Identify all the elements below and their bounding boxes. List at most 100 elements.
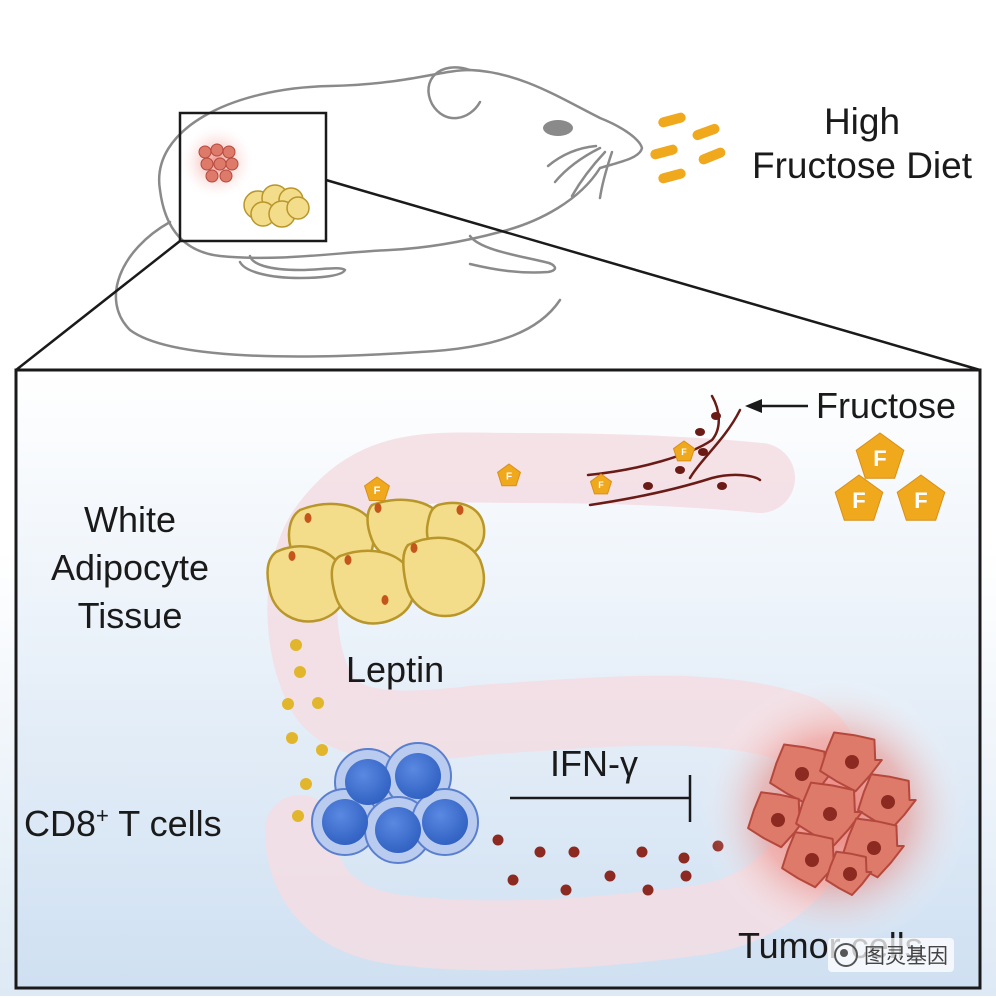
tissue-label-line3: Tissue <box>77 594 183 636</box>
ifn-dot <box>636 846 648 858</box>
mouse-illustration <box>114 66 644 358</box>
watermark: 图灵基因 <box>828 938 954 972</box>
tumor-nucleus <box>845 755 859 769</box>
mouse-eye <box>543 120 573 136</box>
t-cell-nucleus <box>395 753 441 799</box>
fructose-pentagon-small-letter: F <box>598 480 604 490</box>
tissue-label-line1: White <box>83 499 177 540</box>
fructose-pentagon-small-letter: F <box>374 485 381 497</box>
fructose-pentagon-small <box>589 473 613 495</box>
diet-label-line1: High <box>823 101 901 142</box>
tumor-cell-cluster <box>747 731 917 896</box>
zoom-box <box>178 111 328 243</box>
cd8-label-main: CD8 <box>24 803 97 844</box>
pellet-shape <box>658 112 686 128</box>
fructose-pentagon <box>834 474 884 521</box>
tumor-nucleus <box>867 841 881 855</box>
t-cell-nucleus <box>345 759 391 805</box>
white-adipocyte-cluster <box>266 498 486 625</box>
mini-tumor-cell <box>198 145 212 159</box>
adipocyte-nucleus <box>381 595 389 605</box>
mini-tumor-cell <box>222 145 236 159</box>
cd8-label-rest: T cells <box>108 803 222 844</box>
watermark-logo-icon <box>834 943 858 967</box>
adipocyte-nucleus <box>410 543 418 553</box>
fructose-pentagon-small <box>364 476 390 501</box>
leptin-dot <box>294 666 306 678</box>
ifn-dot <box>560 884 572 896</box>
tumor-nucleus <box>823 807 837 821</box>
pellet-shape <box>698 147 726 165</box>
fructose-pentagon-letter: F <box>873 446 886 471</box>
ifn-dot <box>534 846 546 858</box>
mouse-tumor <box>198 143 239 183</box>
tissue-label: White Adipocyte Tissue <box>20 496 240 640</box>
fructose-label: Fructose <box>816 385 957 426</box>
adipocyte-nucleus <box>288 551 296 561</box>
fructose-pentagon-small-letter: F <box>506 472 512 483</box>
mini-tumor-cell <box>213 157 227 171</box>
leptin-dots <box>282 639 328 822</box>
pellet-shape <box>692 123 720 141</box>
diet-label: High Fructose Diet <box>728 100 996 189</box>
ifn-dot <box>492 834 504 846</box>
fructose-pellet <box>650 144 678 160</box>
leptin-dot <box>292 810 304 822</box>
ifn-dot <box>642 884 654 896</box>
tumor-nucleus <box>805 853 819 867</box>
fructose-pentagon-letter: F <box>914 488 927 513</box>
mini-tumor-cell <box>225 157 239 171</box>
fructose-pentagon-letter: F <box>852 488 865 513</box>
leptin-dot <box>286 732 298 744</box>
mini-tumor-cell <box>210 143 224 157</box>
fructose-pentagon-small <box>497 463 521 487</box>
vessel-particle <box>695 428 705 436</box>
t-cell-nucleus <box>375 807 421 853</box>
fructose-pentagon-small <box>672 440 696 462</box>
adipocyte-nucleus <box>456 505 464 515</box>
fructose-pentagon <box>855 432 905 479</box>
tissue-label-line2: Adipocyte <box>50 546 210 588</box>
tumor-nucleus <box>881 795 895 809</box>
ifn-dot <box>678 852 690 864</box>
leptin-dot <box>300 778 312 790</box>
fructose-pellet <box>698 147 726 165</box>
zoom-line-left <box>15 240 181 371</box>
fructose-pentagon <box>896 474 946 521</box>
vessel-particle <box>717 482 727 490</box>
diet-label-line2: Fructose Diet <box>751 145 972 187</box>
mini-tumor-cell <box>219 169 233 183</box>
vessel-particles <box>643 412 727 490</box>
leptin-dot <box>316 744 328 756</box>
t-cell-nucleus <box>422 799 468 845</box>
leptin-label: Leptin <box>346 649 445 690</box>
adipocyte-cell <box>402 536 486 618</box>
adipocyte-nucleus <box>304 513 312 523</box>
adipocyte-cell <box>266 545 347 623</box>
cd8-label-sup: + <box>96 803 109 828</box>
signaling-pathway <box>265 432 865 971</box>
mini-tumor-cell <box>205 169 219 183</box>
leptin-dot <box>290 639 302 651</box>
ifn-label: IFN-γ <box>550 743 638 784</box>
fructose-pellet <box>658 168 686 184</box>
vessel-particle <box>675 466 685 474</box>
ifn-dot <box>568 846 580 858</box>
tumor-nucleus <box>795 767 809 781</box>
pellet-shape <box>658 168 686 184</box>
mini-adipocyte <box>286 196 310 220</box>
leptin-dot <box>282 698 294 710</box>
zoom-line-right <box>325 178 981 372</box>
adipocyte-cell <box>330 549 416 625</box>
cd8-label: CD8+ T cells <box>24 802 222 845</box>
fructose-pellet <box>692 123 720 141</box>
cd8-t-cell-cluster <box>311 742 479 864</box>
fructose-pellet <box>658 112 686 128</box>
vessel-particle <box>698 448 708 456</box>
ifn-dot <box>680 870 692 882</box>
leptin-dot <box>312 697 324 709</box>
mini-tumor-cell <box>200 157 214 171</box>
